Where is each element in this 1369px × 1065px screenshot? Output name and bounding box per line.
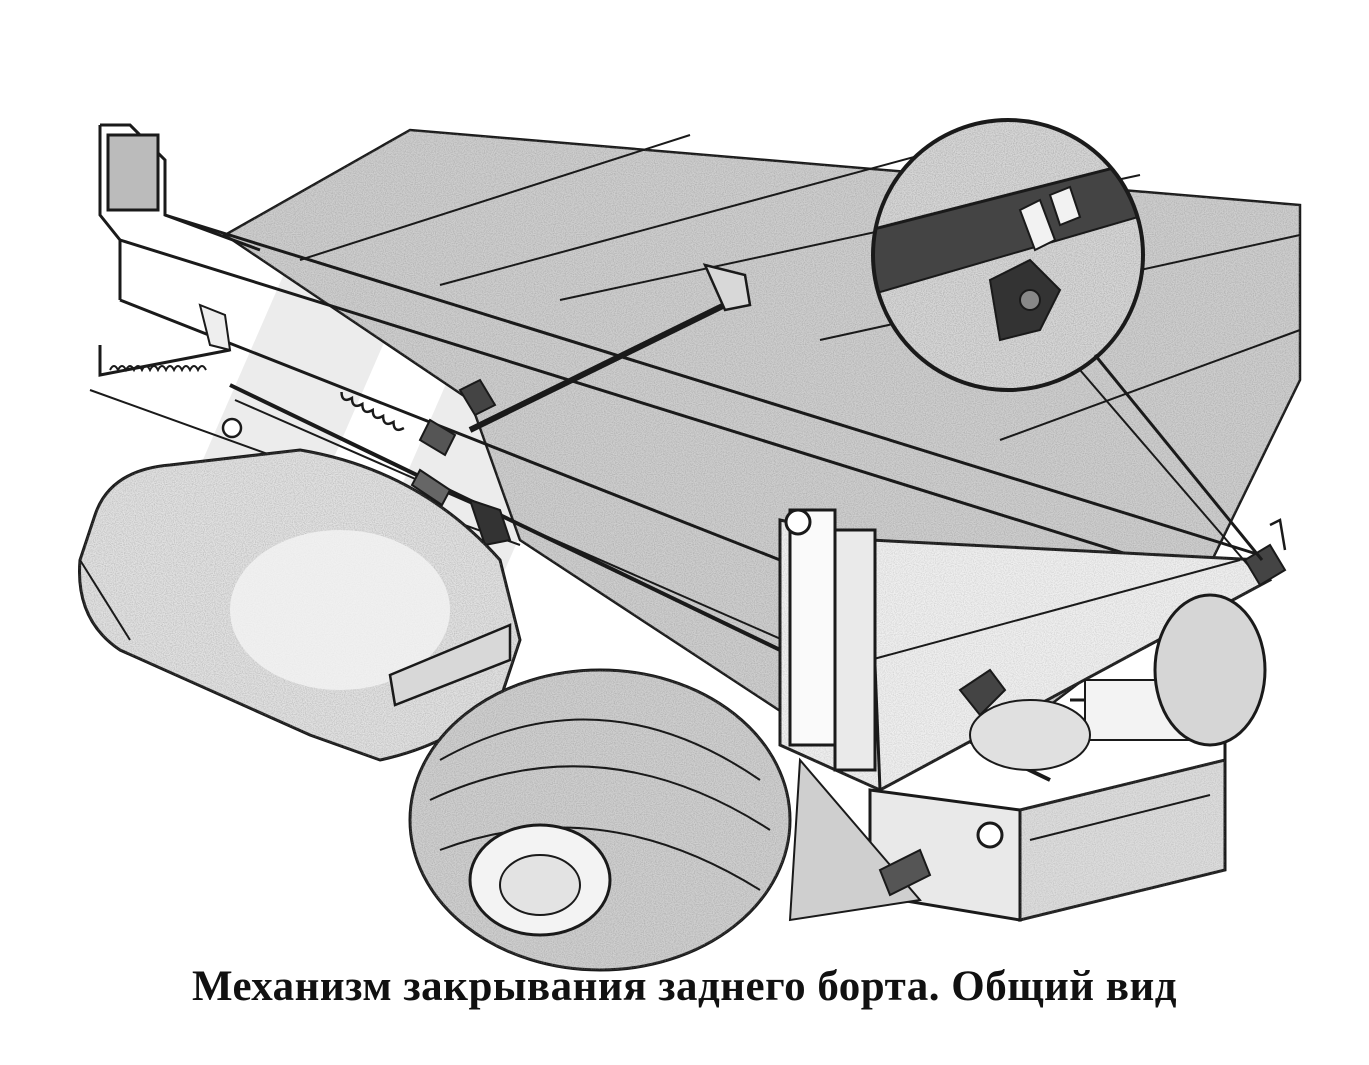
chassis-frame	[868, 679, 1227, 922]
fuel-tank	[78, 448, 522, 762]
spare-wheel	[969, 593, 1267, 771]
figure-caption: Механизм закрывания заднего борта. Общий…	[191, 963, 1178, 1010]
rear-wheel	[408, 668, 932, 972]
spring-mechanism	[98, 303, 512, 547]
tail-gate	[778, 508, 1287, 792]
detail-loupe	[871, 118, 1264, 566]
